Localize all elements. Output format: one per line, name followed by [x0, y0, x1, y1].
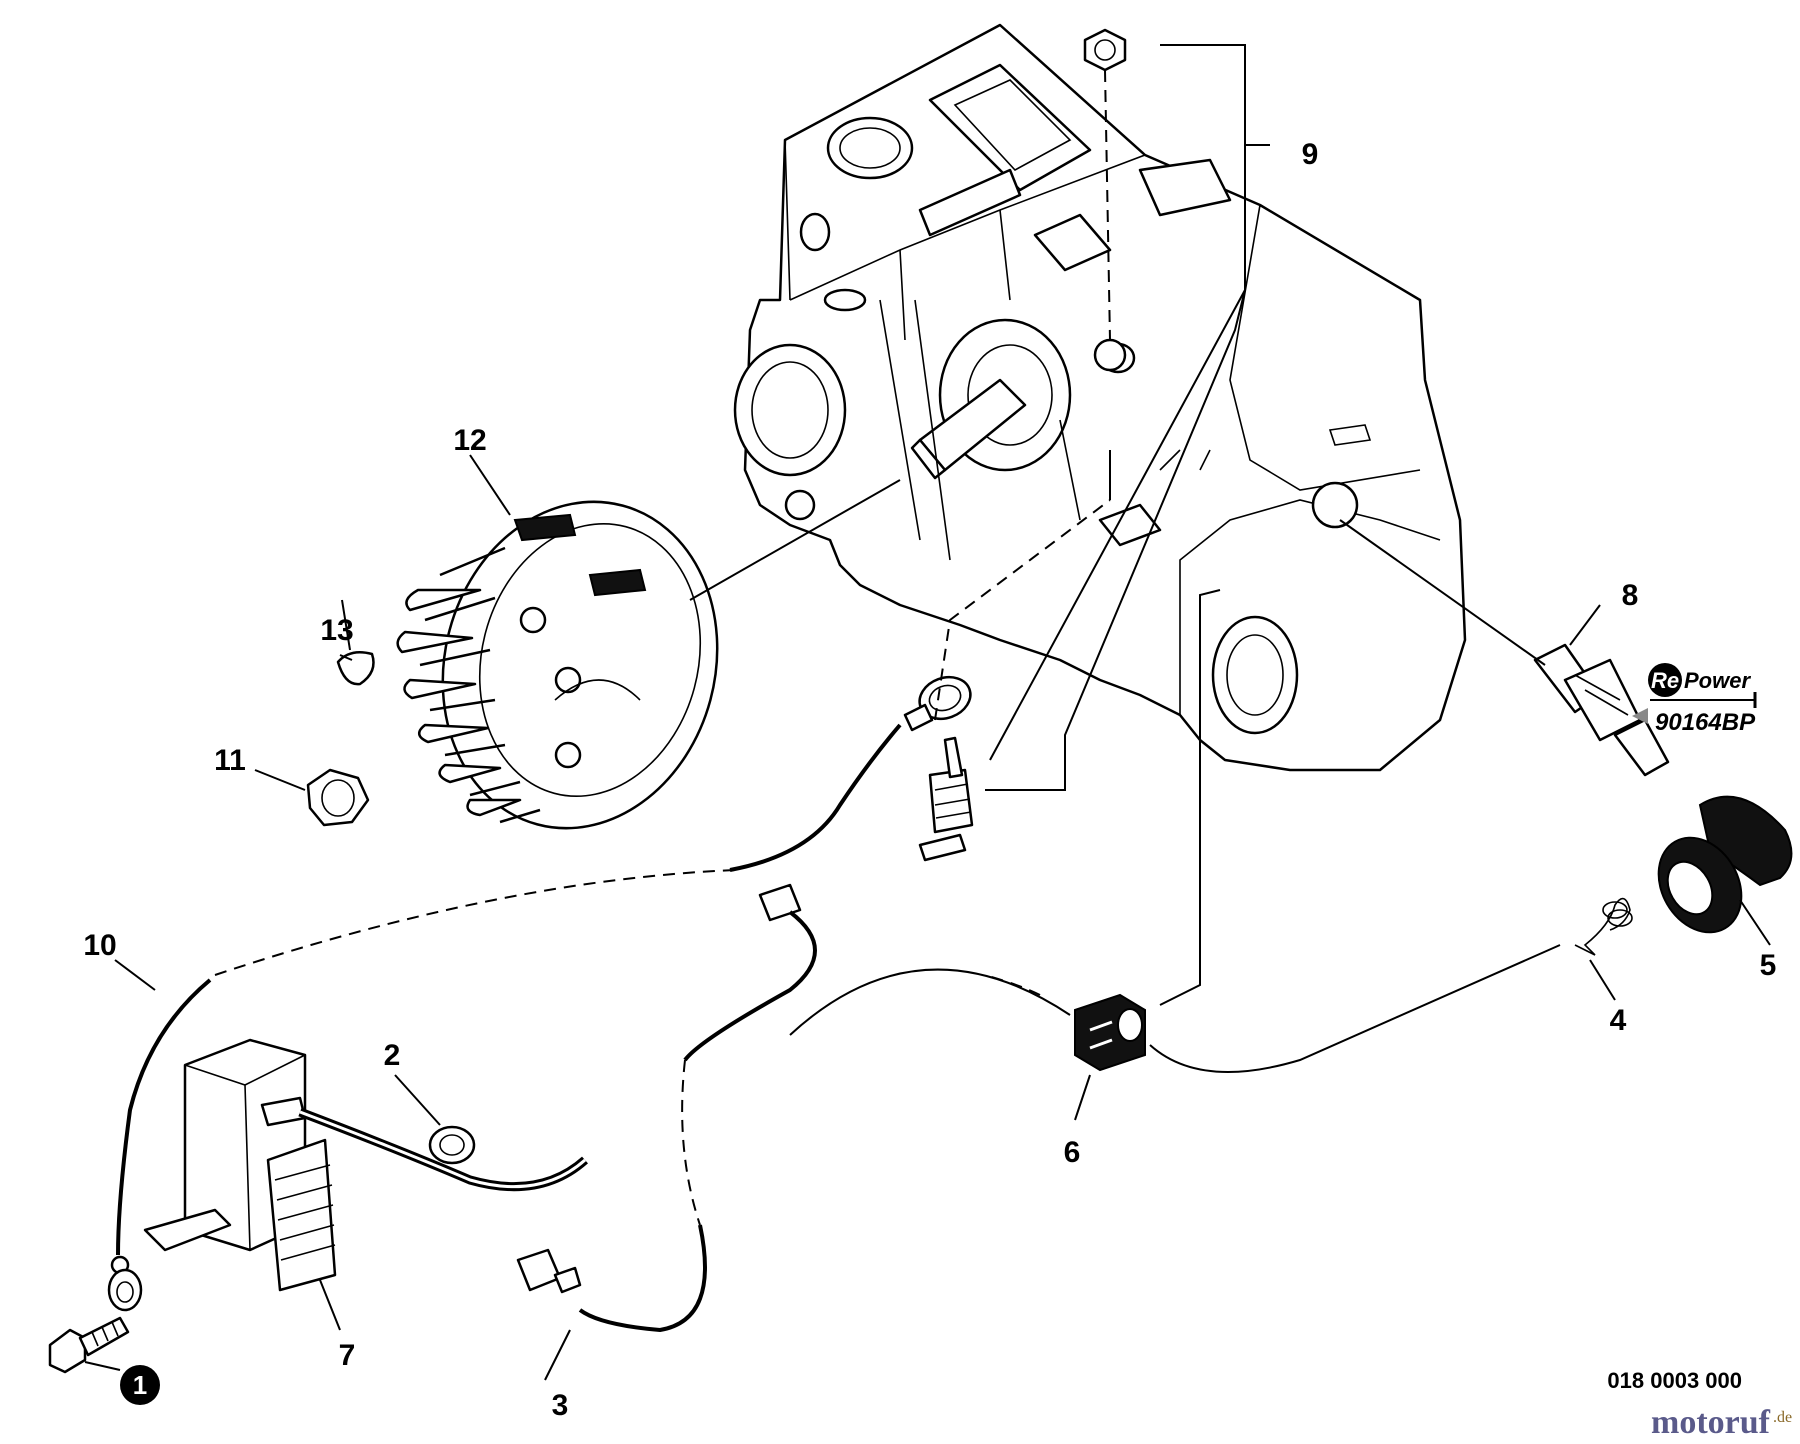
callout-12: 12: [453, 424, 486, 457]
repower-logo-circle: [1648, 663, 1682, 697]
callout-1: 1: [133, 1370, 147, 1400]
callout-11: 11: [214, 744, 246, 777]
short-circuit-wire: [729, 675, 972, 872]
leader-lines: [84, 44, 1771, 1381]
crankcase: [733, 23, 1467, 772]
ignition-coil: [143, 1038, 588, 1292]
flywheel: [396, 500, 719, 830]
grommet: [1074, 993, 1146, 1072]
ground-wire: [107, 978, 212, 1312]
watermark-tld: .de: [1773, 1409, 1792, 1426]
callout-8: 8: [1622, 579, 1639, 612]
watermark-name: motoruf: [1651, 1404, 1771, 1441]
callouts: 1 2 3 4 5 6 7 8 9 10 11 12 13: [83, 138, 1776, 1422]
callout-5: 5: [1760, 949, 1777, 982]
callout-2: 2: [384, 1039, 401, 1072]
callout-7: 7: [339, 1339, 356, 1372]
hex-nut-9: [1083, 28, 1127, 72]
spark-plug-boot: [1657, 795, 1793, 934]
spring: [1574, 897, 1633, 956]
repower-badge: Re Power 90164BP: [1632, 663, 1757, 736]
connector-wire: [516, 883, 817, 1333]
callout-1-badge: [120, 1365, 160, 1405]
callout-9: 9: [1302, 138, 1319, 171]
woodruff-key: [336, 651, 375, 686]
bore-9: [1093, 338, 1127, 372]
callout-3: 3: [552, 1389, 569, 1422]
drawing-number: 018 0003 000: [1607, 1368, 1742, 1393]
callout-6: 6: [1064, 1136, 1081, 1169]
callout-4: 4: [1610, 1004, 1627, 1037]
flange-nut: [306, 768, 370, 827]
callout-13: 13: [320, 614, 353, 647]
stop-switch-terminal: [918, 736, 974, 862]
repower-arrow-icon: [1632, 708, 1648, 724]
washer: [428, 1125, 476, 1165]
spark-plug: [1533, 643, 1670, 777]
callout-10: 10: [83, 929, 116, 962]
repower-logo-re: Re: [1651, 668, 1679, 693]
repower-logo-power: Power: [1684, 668, 1751, 693]
screw: [48, 1316, 130, 1374]
repower-code: 90164BP: [1655, 709, 1756, 736]
